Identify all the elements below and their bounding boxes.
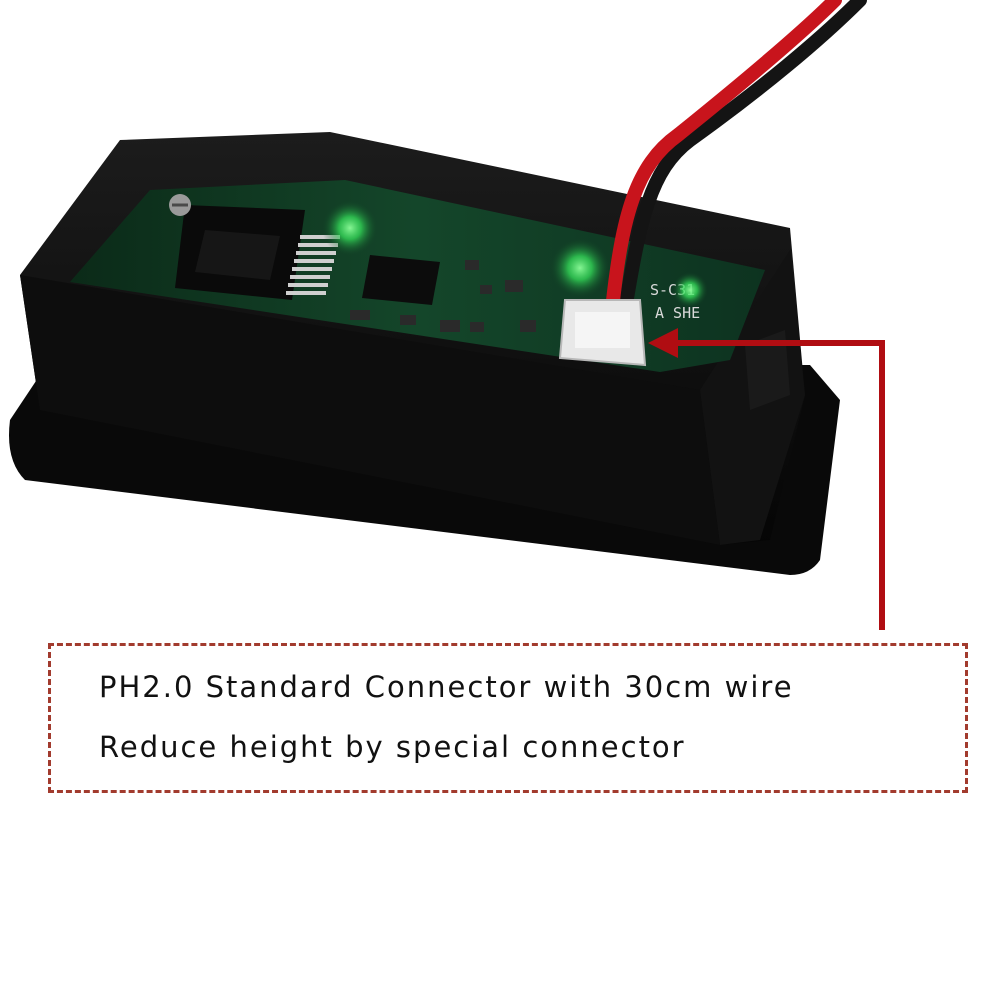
screw-icon — [169, 194, 191, 216]
pin-row — [286, 235, 340, 295]
ic-chip-large — [175, 205, 305, 300]
smd-components — [350, 260, 536, 332]
connector-spec-text: PH2.0 Standard Connector with 30cm wire — [99, 670, 794, 704]
connector-height-text: Reduce height by special connector — [99, 730, 686, 764]
led-glow — [322, 200, 708, 308]
red-arrow-indicator — [648, 328, 885, 630]
callout-caption-box: PH2.0 Standard Connector with 30cm wire … — [48, 643, 968, 793]
red-black-wire — [605, 0, 867, 317]
ic-chip-small — [362, 255, 440, 305]
svg-text:A SHE: A SHE — [655, 304, 700, 322]
connector-housing — [558, 299, 647, 367]
